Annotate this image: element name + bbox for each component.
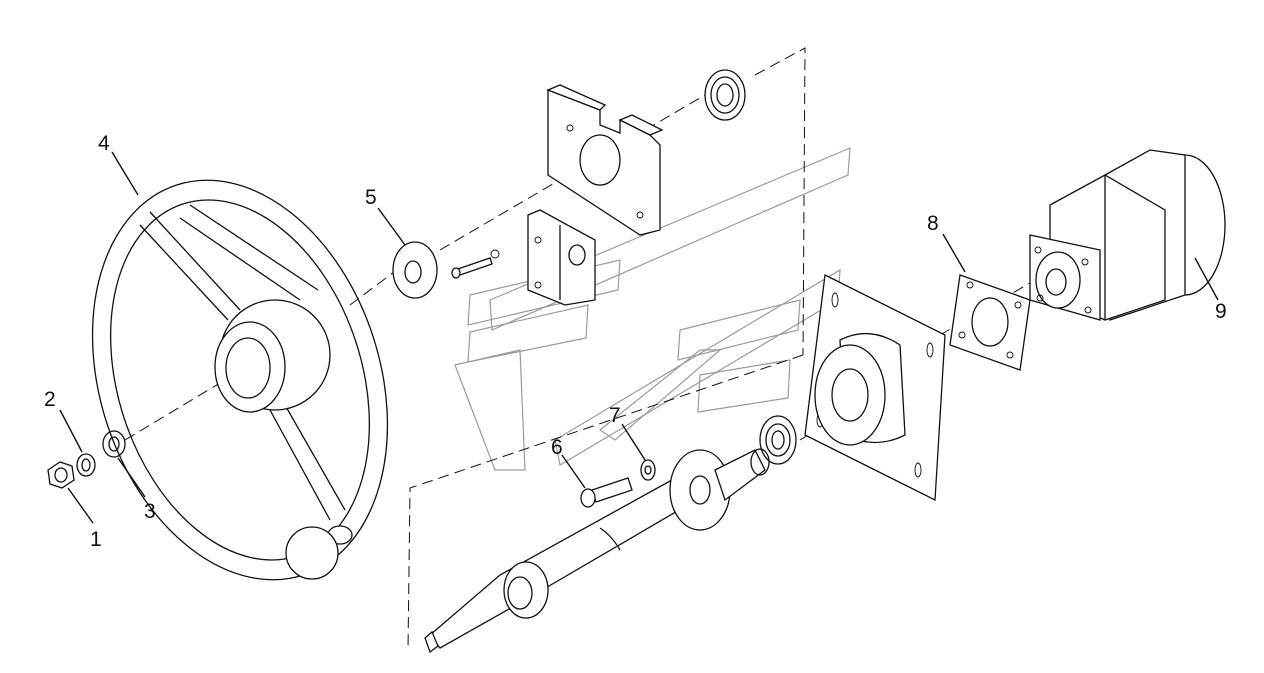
nut-part <box>47 461 75 489</box>
callout-9: 9 <box>1215 300 1227 323</box>
washer-part <box>392 241 438 299</box>
callout-2: 2 <box>44 388 56 411</box>
steering-wheel-part <box>91 179 389 581</box>
lower-bearing-part <box>759 415 797 465</box>
callout-4: 4 <box>98 132 110 155</box>
flange-gasket-part <box>949 274 1031 371</box>
steering-shaft-part <box>424 448 770 654</box>
upper-bracket-part <box>546 84 664 236</box>
screw-part <box>451 249 500 279</box>
callout-5: 5 <box>365 186 377 209</box>
upper-bearing-part <box>704 69 746 121</box>
lock-washer-part <box>76 453 96 477</box>
callout-1: 1 <box>90 528 102 551</box>
callout-8: 8 <box>927 212 939 235</box>
bolt-part <box>580 477 633 508</box>
steering-unit-part <box>1029 149 1226 321</box>
small-washer-part <box>640 459 656 481</box>
callout-6: 6 <box>551 436 563 459</box>
callout-labels: 1 2 3 4 5 6 7 8 9 <box>44 132 1227 551</box>
small-bracket-part <box>527 209 596 306</box>
callout-3: 3 <box>144 500 156 523</box>
callout-7: 7 <box>609 404 621 427</box>
mounting-plate-part <box>804 274 946 502</box>
callout-leaders <box>59 151 1219 524</box>
